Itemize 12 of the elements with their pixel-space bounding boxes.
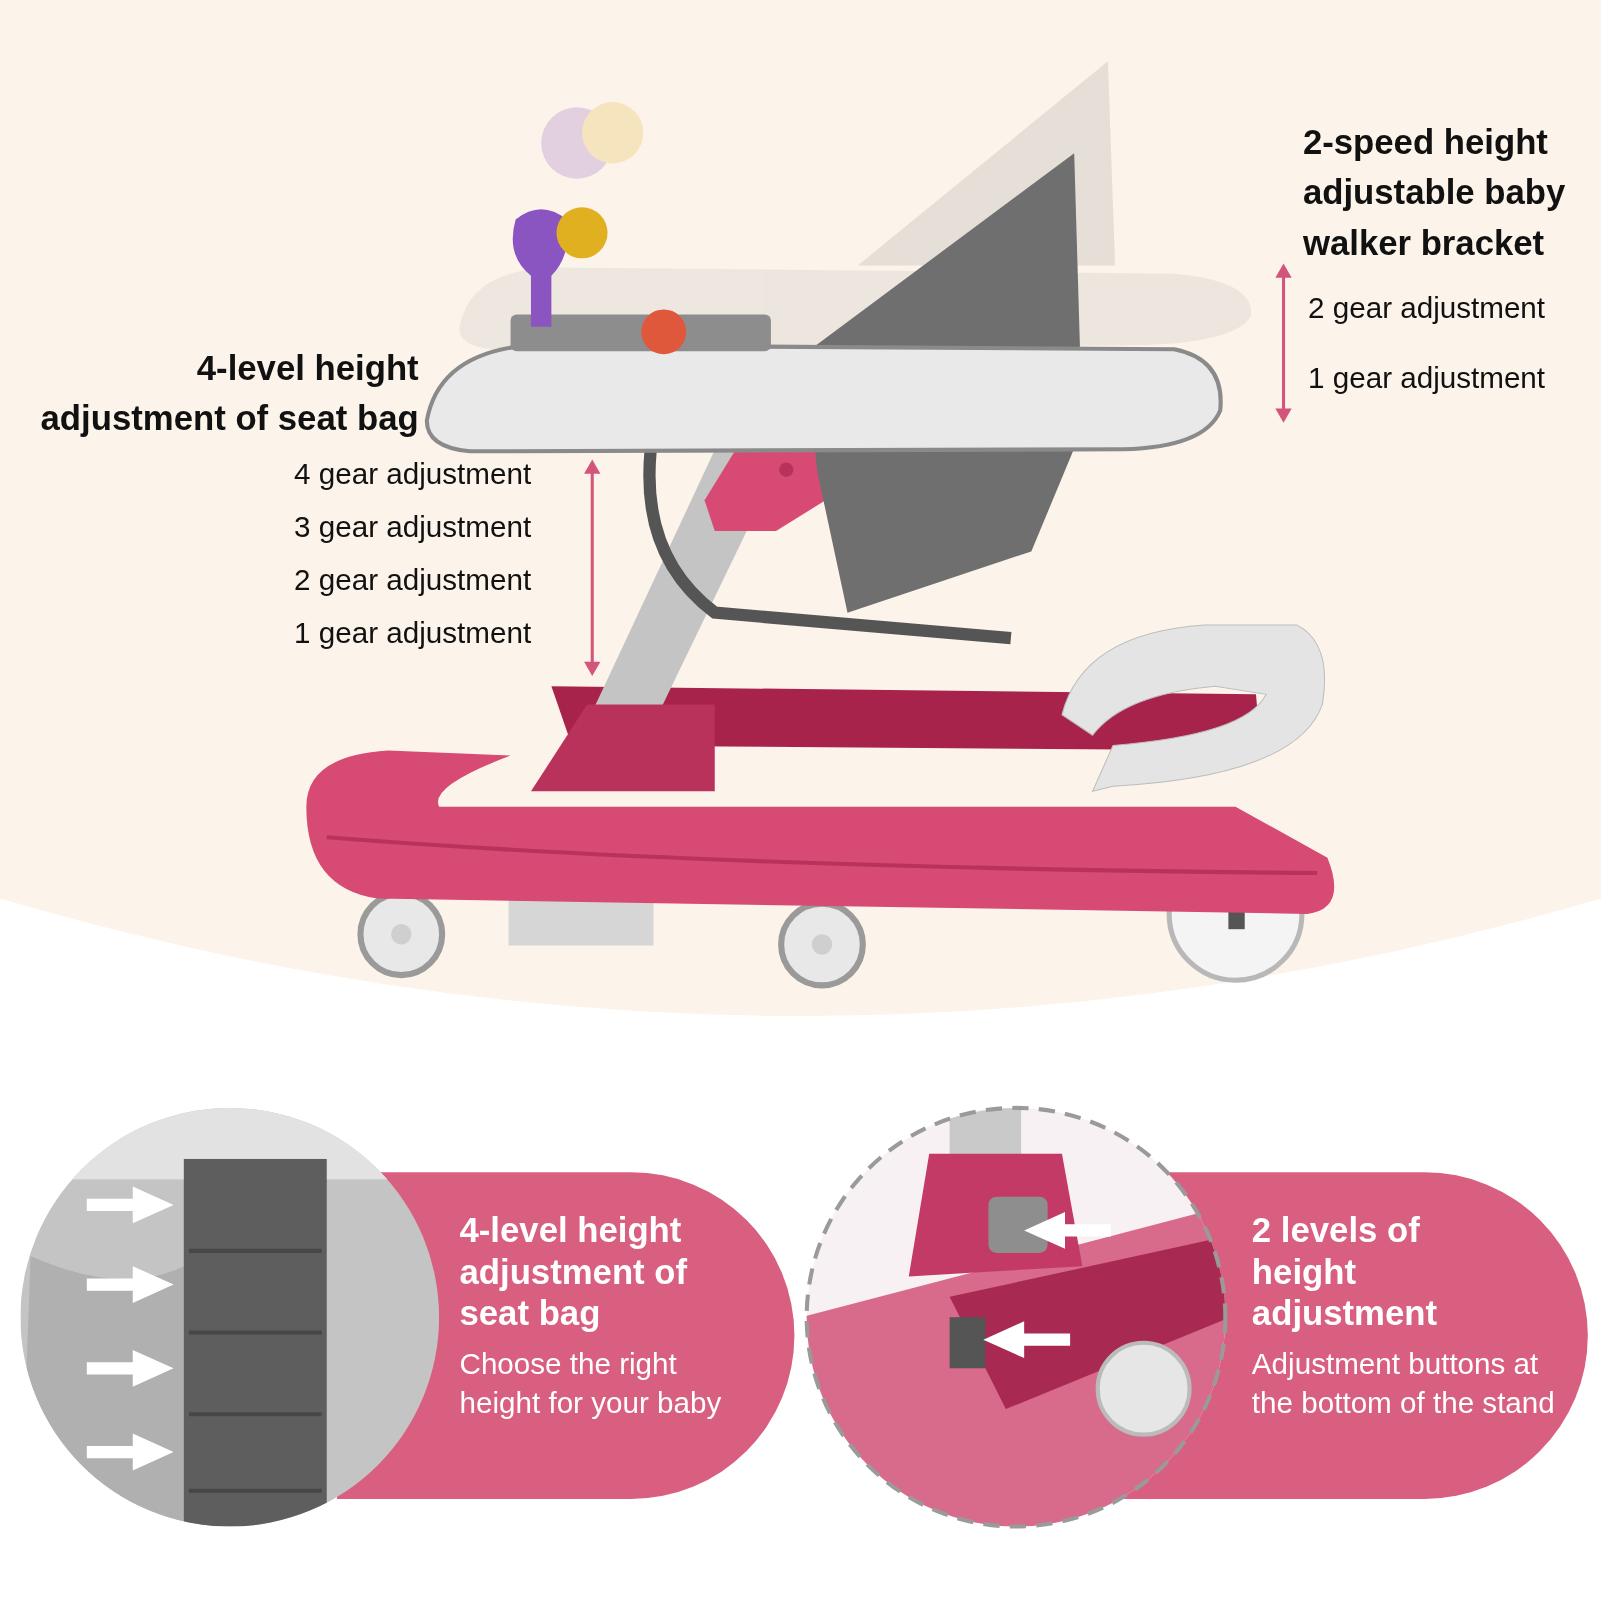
panel-description: Adjustment buttons at the bottom of the stand: [1251, 1347, 1556, 1422]
heading-text: 2-speed height adjustable baby walker bracket: [1302, 121, 1567, 264]
panel-heading: 2 levels of height adjustment: [1251, 1209, 1439, 1334]
gear-label: 1 gear adjustment: [294, 615, 532, 652]
gear-label: 1 gear adjustment: [1308, 360, 1546, 397]
panel-heading: 4-level height adjustment of seat bag: [459, 1209, 689, 1334]
gear-label: 2 gear adjustment: [294, 562, 532, 599]
heading-text: 4-level height adjustment of seat bag: [39, 347, 419, 440]
gear-label: 3 gear adjustment: [294, 509, 532, 546]
panel-description: Choose the right height for your baby: [459, 1347, 723, 1422]
gear-label: 4 gear adjustment: [294, 456, 532, 493]
gear-label: 2 gear adjustment: [1308, 290, 1546, 326]
